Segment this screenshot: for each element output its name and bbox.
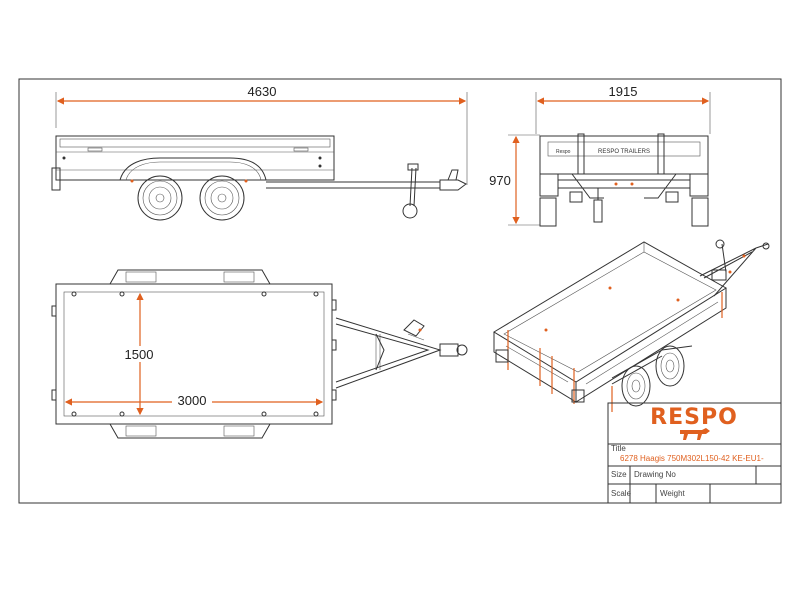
dimension-side-length: 4630	[55, 84, 468, 185]
isometric-view	[493, 239, 770, 412]
drawing-no-label: Drawing No	[634, 470, 676, 479]
dog-logo-icon	[680, 428, 710, 440]
side-wheel-rear	[199, 175, 245, 221]
rear-banner-text: RESPO TRAILERS	[598, 149, 650, 155]
scale-label: Scale	[611, 489, 632, 498]
dimension-label-1915: 1915	[609, 84, 638, 99]
size-label: Size	[611, 470, 627, 479]
iso-wheel-rear	[655, 345, 685, 387]
weight-label: Weight	[660, 489, 686, 498]
dimension-label-970: 970	[489, 173, 511, 188]
respo-logo: RESPO	[650, 405, 738, 430]
title-block: RESPO Title 6278 Haagis 750M302L150-42 K…	[607, 402, 782, 504]
rear-view: 1915 970 RESPO TRAILERS Respo	[489, 84, 711, 227]
dimension-rear-height: 970	[489, 134, 540, 226]
iso-wheel-front	[621, 365, 651, 407]
side-view: 4630	[51, 84, 468, 221]
dimension-label-4630: 4630	[248, 84, 277, 99]
side-wheel-front	[137, 175, 183, 221]
top-view: 1500 3000	[51, 269, 468, 439]
title-value: 6278 Haagis 750M302L150-42 KE-EU1-	[620, 454, 764, 463]
top-drawbar	[335, 317, 468, 389]
drawing-border	[18, 78, 782, 504]
dimension-label-3000: 3000	[178, 393, 207, 408]
dimension-top-length: 3000	[64, 392, 324, 408]
rear-small-label: Respo	[556, 149, 571, 155]
dimension-top-width: 1500	[118, 292, 156, 416]
dimension-rear-width: 1915	[535, 84, 711, 134]
title-label: Title	[611, 444, 626, 453]
dimension-label-1500: 1500	[125, 347, 154, 362]
deck-bolts	[71, 291, 319, 417]
